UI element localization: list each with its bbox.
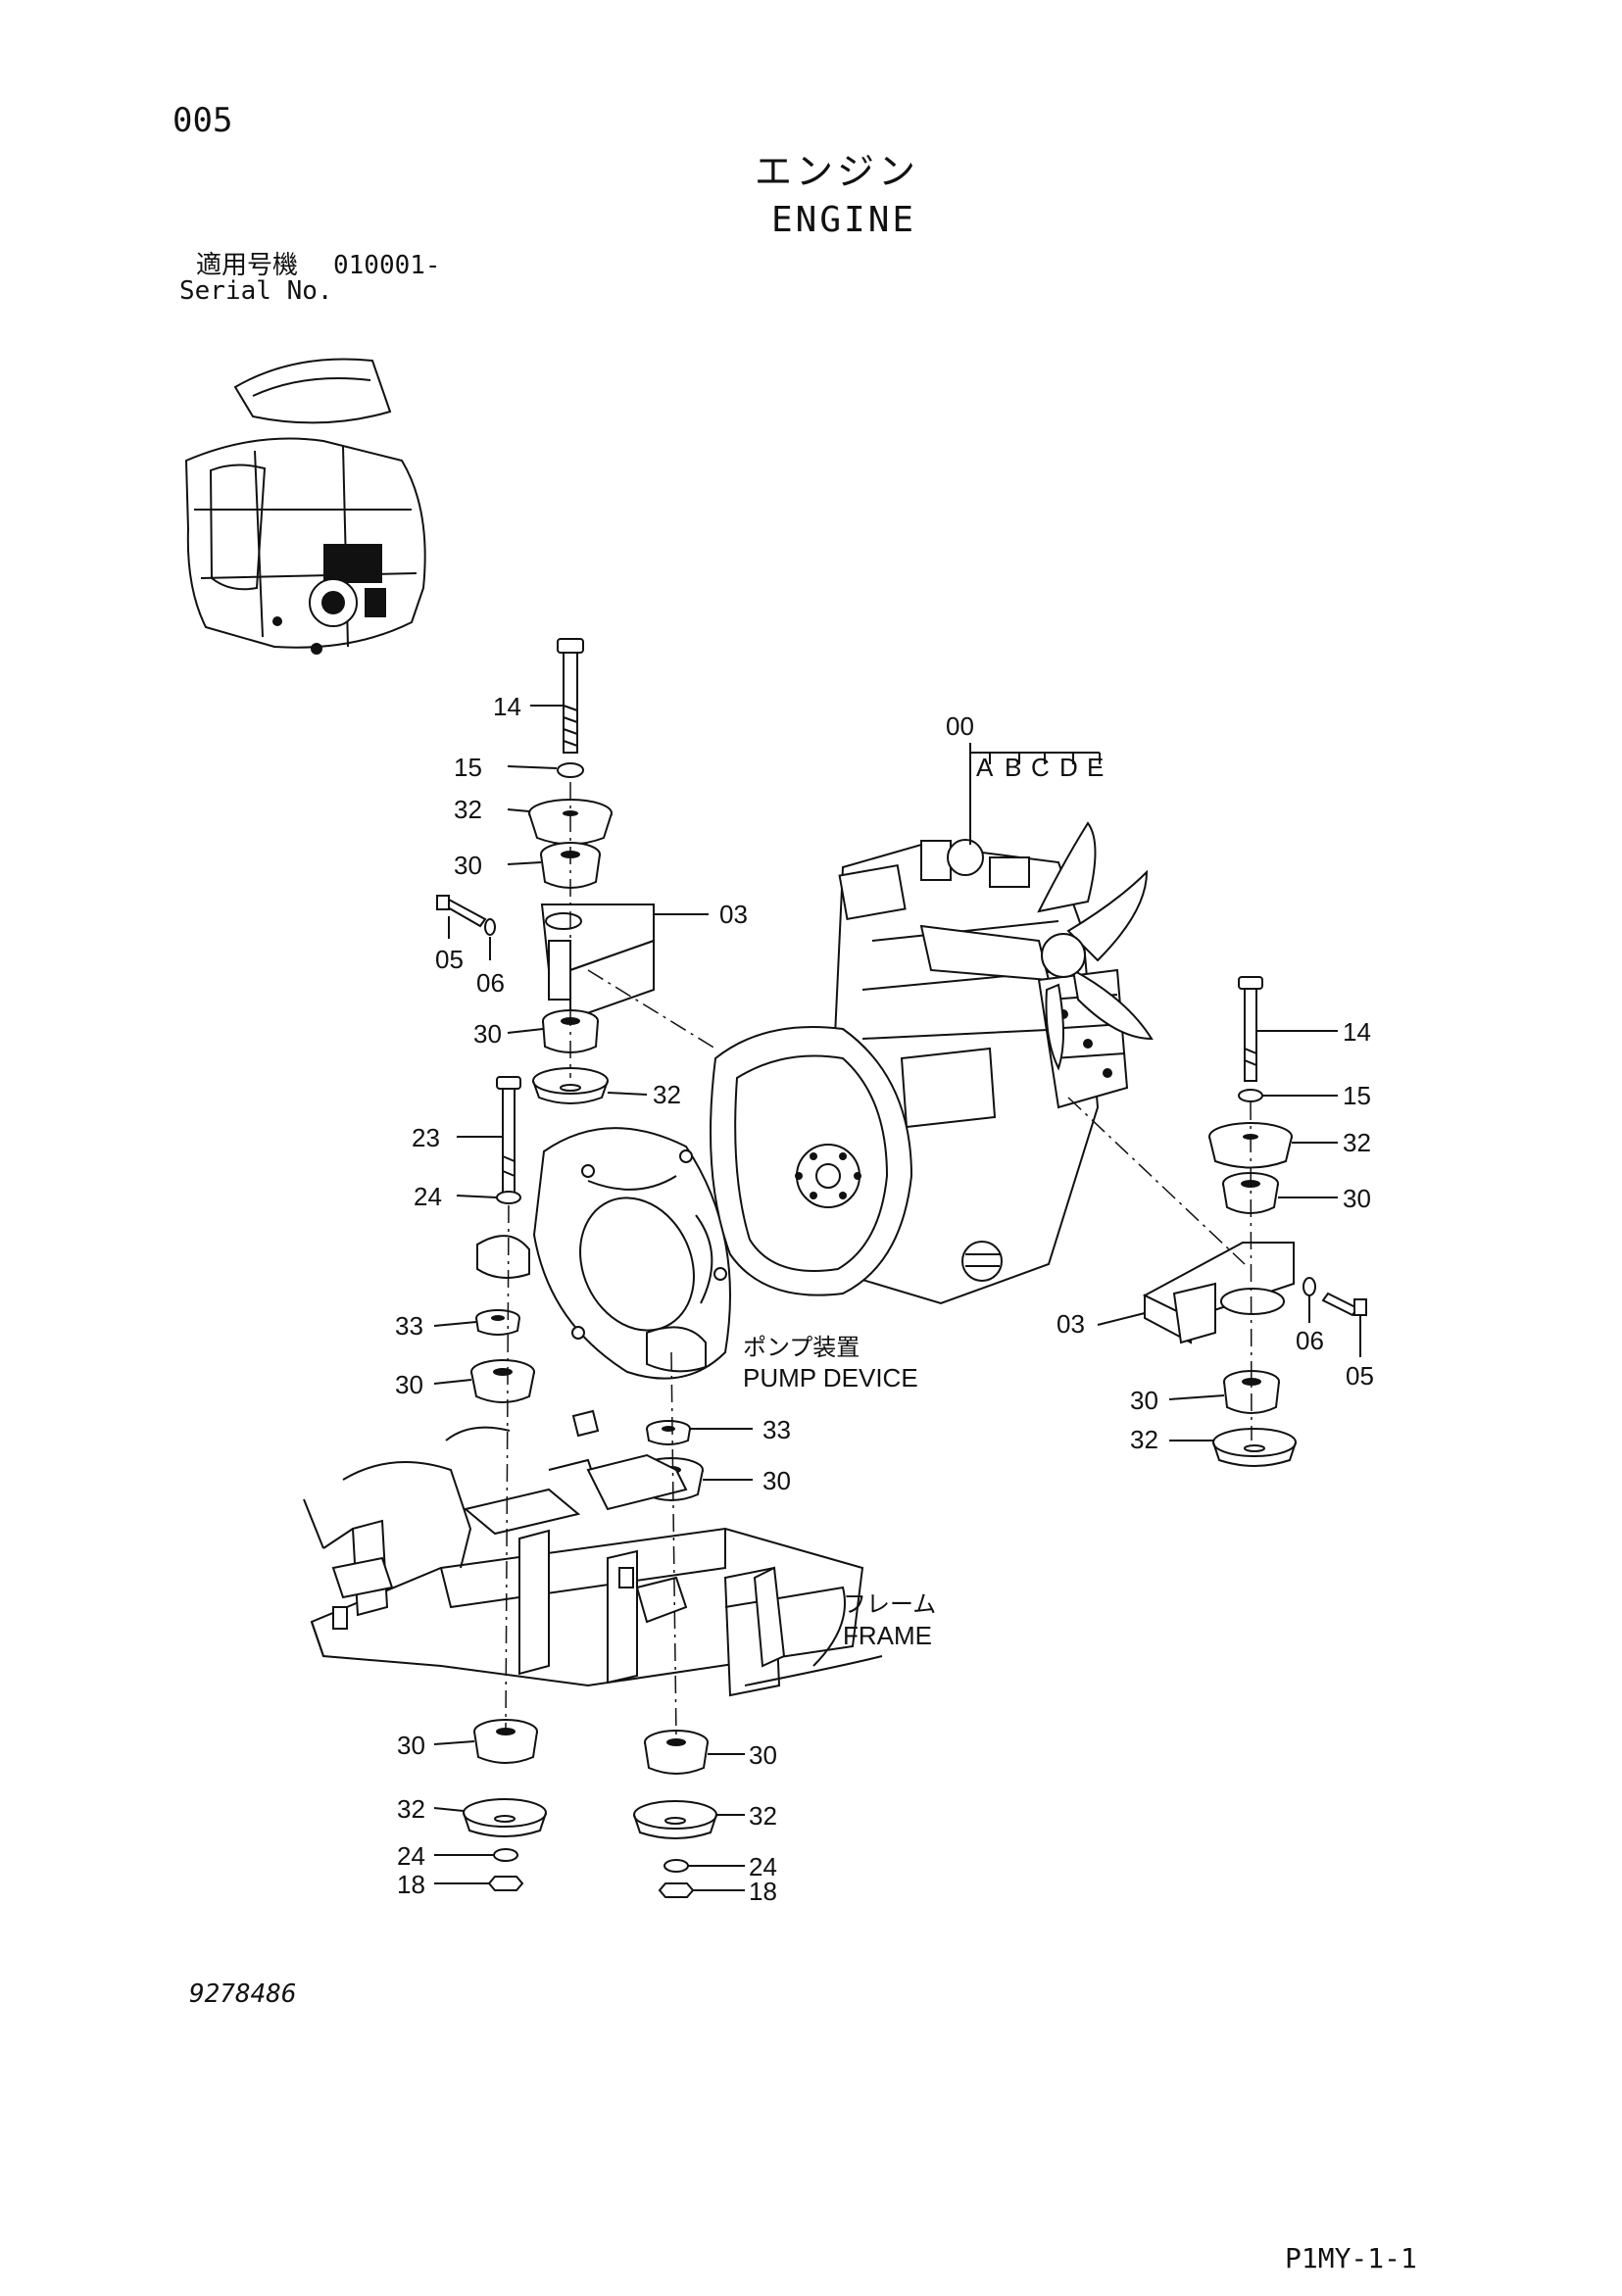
frame <box>303 1409 883 1697</box>
callout-06-right: 06 <box>1296 1326 1324 1355</box>
frame-label-jp: フレーム <box>843 1590 936 1618</box>
callout-32-right-upper: 32 <box>1343 1128 1371 1157</box>
callout-32-left-upper: 32 <box>454 795 482 824</box>
callout-03-left: 03 <box>719 900 748 929</box>
callout-00: 00 <box>946 711 974 741</box>
callout-32-bottom-right: 32 <box>749 1801 777 1831</box>
callout-15-left: 15 <box>454 753 482 782</box>
page-number: 005 <box>172 101 233 140</box>
callout-06-left: 06 <box>476 968 505 998</box>
callout-24-upper: 24 <box>414 1182 442 1211</box>
document-number: 9278486 <box>189 1979 297 2009</box>
callout-32-left-lower: 32 <box>653 1080 681 1109</box>
callout-30-left-lower: 30 <box>473 1019 502 1049</box>
callout-30-pump-right: 30 <box>762 1466 791 1495</box>
right-mount-stack <box>1142 976 1367 1467</box>
title-english: ENGINE <box>771 200 917 240</box>
callout-14-right: 14 <box>1343 1017 1371 1047</box>
callout-C: C <box>1031 753 1050 782</box>
callout-18-bottom-right: 18 <box>749 1877 777 1906</box>
callout-D: D <box>1059 753 1078 782</box>
callout-15-right: 15 <box>1343 1081 1371 1110</box>
serial-value: 010001- <box>333 251 441 280</box>
location-thumbnail <box>184 358 426 655</box>
callout-32-right-lower: 32 <box>1130 1425 1158 1454</box>
callout-05-right: 05 <box>1346 1361 1374 1391</box>
callout-30-bottom-left: 30 <box>397 1731 425 1760</box>
component-labels: ポンプ装置 PUMP DEVICE フレーム FRAME <box>743 1334 936 1650</box>
callout-30-right-upper: 30 <box>1343 1184 1371 1213</box>
callout-03-right: 03 <box>1057 1309 1085 1339</box>
callout-30-left-upper: 30 <box>454 851 482 880</box>
frame-label-en: FRAME <box>843 1621 932 1650</box>
callout-32-bottom-left: 32 <box>397 1794 425 1824</box>
callout-33-right: 33 <box>762 1415 791 1444</box>
callout-30-right-lower: 30 <box>1130 1386 1158 1415</box>
callout-B: B <box>1005 753 1021 782</box>
callout-24-bottom-right: 24 <box>749 1852 777 1881</box>
callout-30-pump-left: 30 <box>395 1370 423 1399</box>
callout-14-left: 14 <box>493 692 521 721</box>
callout-24-bottom-left: 24 <box>397 1841 425 1871</box>
pump-device-plate <box>476 1076 731 1380</box>
serial-label-english: Serial No. <box>179 276 333 306</box>
callout-A: A <box>976 753 994 782</box>
center-lines <box>505 782 1253 1740</box>
callout-33-left: 33 <box>395 1311 423 1341</box>
bottom-right-stack <box>633 1730 717 1898</box>
callout-23: 23 <box>412 1123 440 1152</box>
engine-assembly <box>710 821 1154 1305</box>
bottom-left-stack <box>463 1719 547 1891</box>
page-reference: P1MY-1-1 <box>1285 2242 1417 2274</box>
pump-device-label-jp: ポンプ装置 <box>743 1334 860 1361</box>
callout-30-bottom-right: 30 <box>749 1740 777 1770</box>
thumbnail-engine-highlight <box>309 544 386 627</box>
callout-E: E <box>1087 753 1104 782</box>
leader-lines <box>433 705 1361 1891</box>
title-japanese: エンジン <box>755 150 920 193</box>
callout-numbers: 00 A B C D E 14 15 32 30 03 05 06 30 32 … <box>395 692 1374 1906</box>
serial-label-japanese: 適用号機 <box>196 251 299 280</box>
pump-device-label-en: PUMP DEVICE <box>743 1363 918 1392</box>
callout-18-bottom-left: 18 <box>397 1870 425 1899</box>
callout-05-left: 05 <box>435 945 464 974</box>
